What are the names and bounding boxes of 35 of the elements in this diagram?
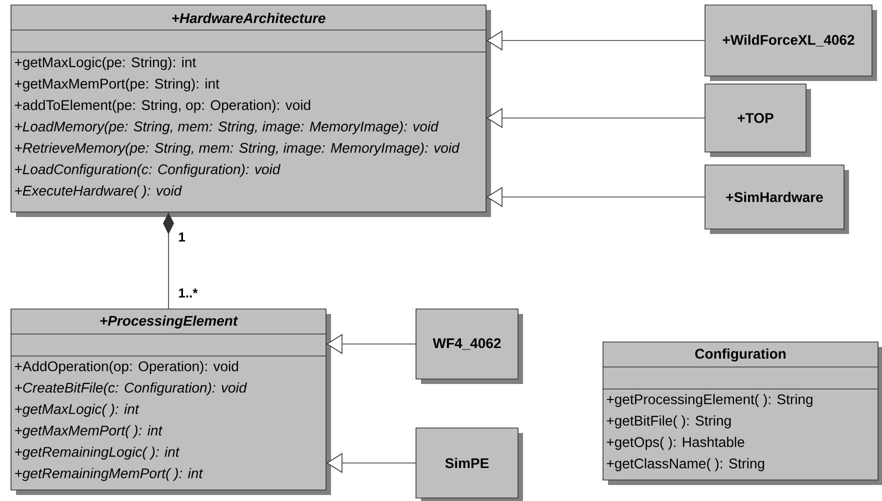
method-signature: +getMaxLogic( ): int [15, 404, 140, 417]
class-box [704, 4, 877, 81]
class-box [416, 308, 523, 384]
class-name: +ProcessingElement [100, 315, 238, 329]
multiplicity-label: 1..* [179, 288, 198, 298]
class-name: +SimHardware [726, 192, 823, 202]
method-signature: +LoadConfiguration(c: Configuration): void [15, 164, 281, 178]
method-signature: +ExecuteHardware( ): void [15, 185, 182, 198]
method-signature: +CreateBitFile(c: Configuration): void [15, 382, 248, 396]
method-signature: +getMaxLogic(pe: String): int [14, 56, 196, 70]
method-signature: +getRemainingLogic( ): int [15, 446, 180, 460]
method-signature: +getOps( ): Hashtable [606, 436, 744, 450]
method-signature: +getMaxMemPort( ): int [15, 425, 163, 438]
method-signature: +AddOperation(op: Operation): void [14, 360, 238, 374]
method-signature: +getClassName( ): String [606, 458, 764, 472]
class-box [602, 342, 882, 485]
class-name: Configuration [695, 348, 786, 362]
class-box [416, 428, 523, 501]
class-name: +WildForceXL_4062 [722, 34, 854, 46]
class-box [704, 84, 811, 157]
method-signature: +getBitFile( ): String [606, 415, 731, 428]
class-name: SimPE [445, 458, 489, 468]
method-signature: +getProcessingElement( ): String [606, 394, 812, 408]
method-signature: +RetrieveMemory(pe: String, mem: String, image: MemoryImage): void [15, 142, 460, 156]
method-signature: +LoadMemory(pe: String, mem: String, image: MemoryImage): void [15, 121, 439, 134]
class-name: WF4_4062 [432, 338, 501, 350]
class-box [10, 308, 331, 495]
class-name: +HardwareArchitecture [172, 12, 326, 24]
class-name: +TOP [738, 113, 774, 123]
multiplicity-label: 1 [179, 232, 186, 242]
class-box [704, 164, 850, 234]
method-signature: +getRemainingMemPort( ): int [15, 468, 204, 482]
class-box [10, 4, 491, 217]
method-signature: +addToElement(pe: String, op: Operation): void [14, 100, 310, 113]
method-signature: +getMaxMemPort(pe: String): int [14, 78, 220, 92]
